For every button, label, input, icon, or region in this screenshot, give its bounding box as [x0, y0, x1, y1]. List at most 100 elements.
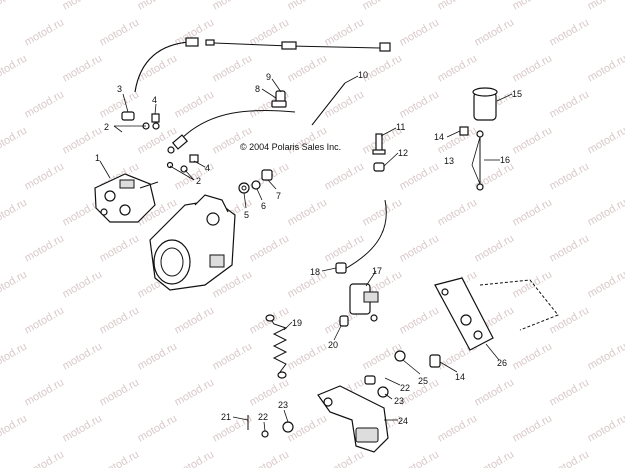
- watermark-text: motod.ru: [98, 16, 142, 48]
- watermark-text: motod.ru: [511, 0, 555, 13]
- watermark-text: motod.ru: [211, 52, 255, 84]
- watermark-text: motod.ru: [0, 412, 29, 444]
- callout-21: 21: [221, 412, 231, 422]
- watermark-text: motod.ru: [323, 16, 367, 48]
- watermark-text: motod.ru: [398, 88, 442, 120]
- watermark-text: motod.ru: [586, 340, 625, 372]
- callout-20: 20: [328, 340, 338, 350]
- brake-pedal: [318, 386, 388, 452]
- watermark-text: motod.ru: [0, 124, 29, 156]
- callout-2a: 2: [104, 122, 109, 132]
- watermark-text: motod.ru: [361, 196, 405, 228]
- callout-13: 13: [444, 156, 454, 166]
- watermark-text: motod.ru: [511, 340, 555, 372]
- watermark-text: motod.ru: [248, 232, 292, 264]
- watermark-text: motod.ru: [436, 52, 480, 84]
- watermark-text: motod.ru: [436, 196, 480, 228]
- watermark-text: motod.ru: [323, 160, 367, 192]
- bolt-20: [340, 316, 348, 326]
- watermark-text: motod.ru: [398, 232, 442, 264]
- callout-6: 6: [261, 201, 266, 211]
- watermark-text: motod.ru: [323, 88, 367, 120]
- watermark-text: motod.ru: [23, 232, 67, 264]
- watermark-text: motod.ru: [548, 304, 592, 336]
- watermark-text: motod.ru: [361, 0, 405, 13]
- callout-12: 12: [398, 148, 408, 158]
- callout-22b: 22: [400, 383, 410, 393]
- watermark-text: motod.ru: [0, 0, 29, 13]
- callout-1: 1: [95, 153, 100, 163]
- watermark-text: motod.ru: [23, 88, 67, 120]
- watermark-text: motod.ru: [61, 124, 105, 156]
- watermark-text: motod.ru: [0, 196, 29, 228]
- watermark-text: motod.ru: [286, 52, 330, 84]
- watermark-text: motod.ru: [548, 448, 592, 468]
- watermark-text: motod.ru: [286, 268, 330, 300]
- watermark-text: motod.ru: [286, 0, 330, 13]
- callout-23b: 23: [394, 396, 404, 406]
- watermark-text: motod.ru: [398, 160, 442, 192]
- callout-9: 9: [266, 72, 271, 82]
- callout-8: 8: [255, 84, 260, 94]
- watermark-text: motod.ru: [323, 448, 367, 468]
- watermark-text: motod.ru: [211, 340, 255, 372]
- watermark-text: motod.ru: [61, 412, 105, 444]
- watermark-text: motod.ru: [173, 304, 217, 336]
- watermark-text: motod.ru: [98, 448, 142, 468]
- callout-14a: 14: [434, 132, 444, 142]
- watermark-text: motod.ru: [61, 0, 105, 13]
- callout-19: 19: [292, 318, 302, 328]
- watermark-text: motod.ru: [98, 232, 142, 264]
- watermark-text: motod.ru: [173, 88, 217, 120]
- watermark-text: motod.ru: [248, 448, 292, 468]
- watermark-text: motod.ru: [286, 340, 330, 372]
- watermark-text: motod.ru: [61, 52, 105, 84]
- watermark-text: motod.ru: [473, 232, 517, 264]
- watermark-text: motod.ru: [23, 16, 67, 48]
- callout-14b: 14: [455, 372, 465, 382]
- callout-17: 17: [372, 266, 382, 276]
- watermark-text: motod.ru: [61, 340, 105, 372]
- watermark-text: motod.ru: [98, 304, 142, 336]
- watermark-text: motod.ru: [511, 268, 555, 300]
- watermark-text: motod.ru: [173, 376, 217, 408]
- watermark-text: motod.ru: [511, 124, 555, 156]
- callout-2b: 2: [196, 176, 201, 186]
- callout-23a: 23: [278, 400, 288, 410]
- watermark-text: motod.ru: [586, 0, 625, 13]
- watermark-text: motod.ru: [136, 412, 180, 444]
- watermark-text: motod.ru: [511, 412, 555, 444]
- callout-16: 16: [500, 155, 510, 165]
- callout-3: 3: [117, 84, 122, 94]
- callout-10: 10: [358, 70, 368, 80]
- watermark-text: motod.ru: [0, 52, 29, 84]
- watermark-text: motod.ru: [473, 376, 517, 408]
- watermark-text: motod.ru: [586, 412, 625, 444]
- watermark-text: motod.ru: [398, 16, 442, 48]
- watermark-text: motod.ru: [0, 340, 29, 372]
- watermark-text: motod.ru: [548, 16, 592, 48]
- watermark-text: motod.ru: [98, 376, 142, 408]
- watermark-text: motod.ru: [23, 376, 67, 408]
- watermark-text: motod.ru: [286, 196, 330, 228]
- copyright-text: © 2004 Polaris Sales Inc.: [240, 142, 341, 152]
- callout-26: 26: [497, 358, 507, 368]
- watermark-text: motod.ru: [436, 0, 480, 13]
- callout-7: 7: [276, 191, 281, 201]
- watermark-text: motod.ru: [586, 124, 625, 156]
- watermark-text: motod.ru: [586, 268, 625, 300]
- watermark-text: motod.ru: [548, 160, 592, 192]
- callout-5: 5: [244, 210, 249, 220]
- callout-11: 11: [396, 122, 405, 132]
- watermark-text: motod.ru: [473, 16, 517, 48]
- watermark-text: motod.ru: [0, 268, 29, 300]
- callout-4b: 4: [205, 163, 210, 173]
- watermark-text: motod.ru: [23, 160, 67, 192]
- watermark-text: motod.ru: [398, 448, 442, 468]
- watermark-text: motod.ru: [586, 196, 625, 228]
- watermark-text: motod.ru: [511, 196, 555, 228]
- watermark-text: motod.ru: [23, 304, 67, 336]
- watermark-text: motod.ru: [511, 52, 555, 84]
